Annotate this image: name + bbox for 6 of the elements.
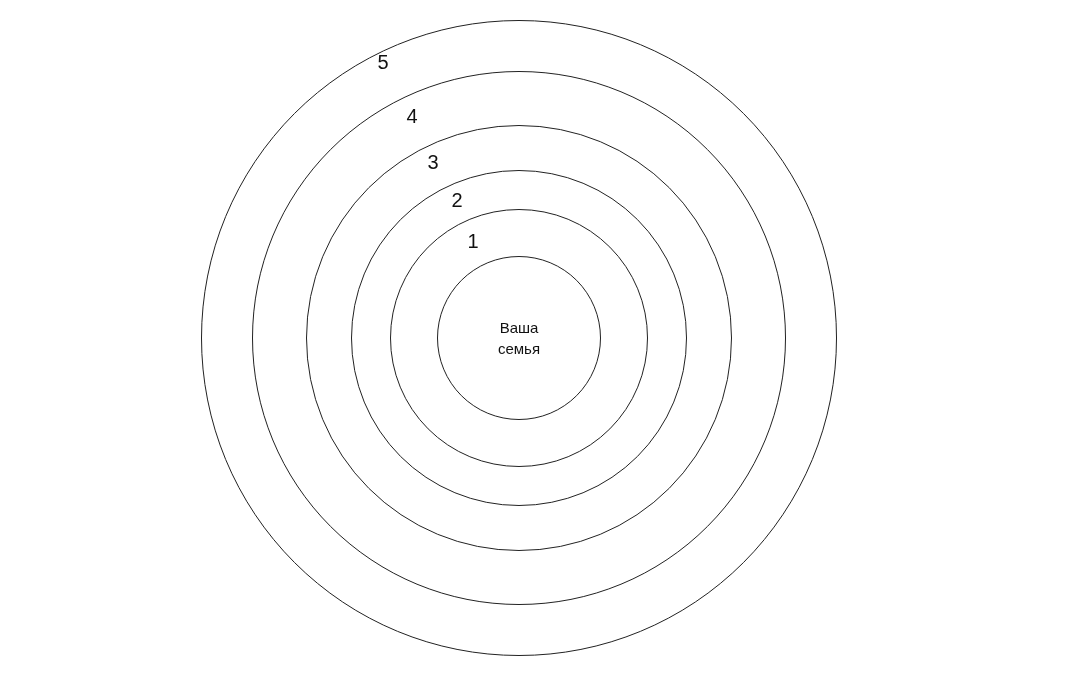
ring-number: 3 xyxy=(427,152,439,172)
ring-number: 1 xyxy=(467,231,479,251)
center-label: Ваша семья xyxy=(496,318,542,359)
ring-number: 4 xyxy=(406,106,418,126)
ring-number: 5 xyxy=(377,52,389,72)
ring-number: 2 xyxy=(451,190,463,210)
